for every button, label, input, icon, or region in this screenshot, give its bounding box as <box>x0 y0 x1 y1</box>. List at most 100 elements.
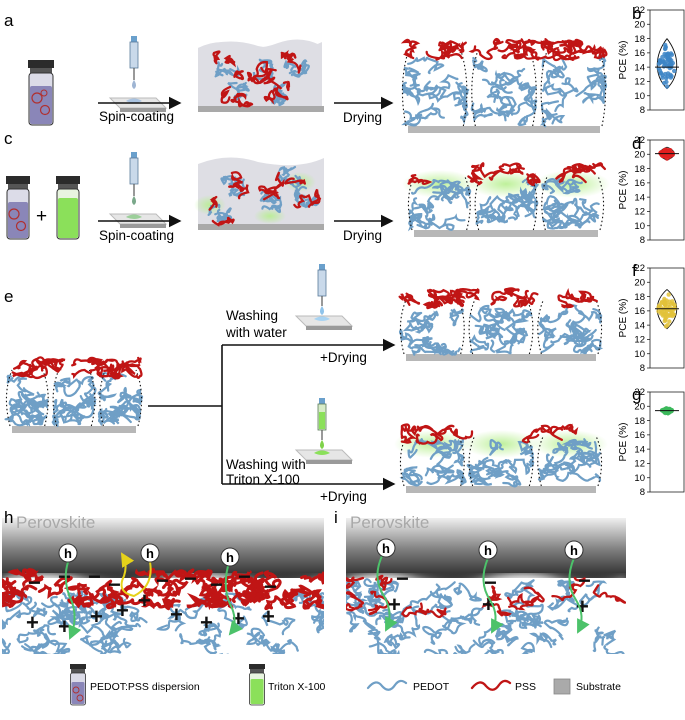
pedot-chain <box>504 579 535 600</box>
pedot-chain <box>407 335 433 348</box>
triton-syringe-icon <box>294 398 354 464</box>
pss-shell <box>230 92 247 104</box>
pedot-chain <box>482 322 501 337</box>
y-tick-label: 22 <box>634 263 645 274</box>
panel-f-letter: f <box>632 261 637 280</box>
pedot-grain <box>291 174 303 188</box>
perovskite-label: Perovskite <box>350 513 429 532</box>
pss-chain <box>551 576 586 602</box>
pedot-chain <box>580 338 604 355</box>
spin-coating-label: Spin-coating <box>99 109 174 124</box>
pedot-grain <box>261 203 283 214</box>
y-tick-label: 16 <box>634 306 645 317</box>
pce-data-point <box>665 322 670 328</box>
hole-icon <box>58 543 78 563</box>
pss-chain <box>367 590 390 616</box>
panel-a: a Spin-coating <box>4 11 608 133</box>
pedot-chain <box>544 446 569 474</box>
pss-chain <box>155 568 211 585</box>
pss-chain <box>300 571 324 585</box>
hole-transport-arrow <box>482 557 504 634</box>
pss-chain <box>161 578 189 598</box>
pedot-grain <box>293 185 308 200</box>
pedot-chain <box>562 178 583 195</box>
negative-charge-icon: − <box>108 572 121 597</box>
y-tick-label: 10 <box>634 91 645 102</box>
pedot-chain <box>402 66 420 96</box>
y-tick-label: 14 <box>634 192 645 203</box>
pedot-chain <box>494 307 532 325</box>
pedot-chain <box>432 180 464 199</box>
pss-chain <box>470 162 518 179</box>
spin-coater-icon <box>108 152 168 228</box>
negative-charge-icon: − <box>58 564 71 589</box>
pce-data-point <box>671 312 676 317</box>
pedot-chain <box>517 96 537 127</box>
pss-chain <box>375 574 393 591</box>
pedot-chain <box>452 440 465 467</box>
panel-h-letter: h <box>4 508 13 527</box>
pce-data-point <box>662 300 668 305</box>
red-wave-icon <box>470 679 512 691</box>
legend-triton: Triton X-100 <box>268 681 326 693</box>
pedot-chain <box>582 91 606 105</box>
pedot-chain <box>520 641 535 654</box>
pedot-chain <box>406 311 433 326</box>
panel-g-letter: g <box>632 385 641 404</box>
pedot-chain <box>97 382 118 402</box>
pedot-chain <box>58 402 82 421</box>
y-tick-label: 16 <box>634 430 645 441</box>
triton-vial-icon <box>56 176 80 240</box>
pedot-chain <box>474 312 505 335</box>
pss-chain <box>526 173 541 186</box>
pce-data-point <box>665 71 671 76</box>
pedot-chain <box>504 311 533 344</box>
pedot-chain <box>425 213 466 231</box>
hole-transport-arrow <box>224 565 243 636</box>
positive-charge-icon: + <box>576 594 589 619</box>
pss-chain <box>438 40 461 58</box>
y-axis-label: PCE (%) <box>618 41 629 80</box>
pss-chain <box>443 289 480 305</box>
y-tick-label: 22 <box>634 5 645 16</box>
pce-data-point <box>670 299 675 304</box>
pce-data-point <box>664 84 670 89</box>
y-tick-label: 8 <box>640 487 645 498</box>
y-axis-label: PCE (%) <box>618 299 629 338</box>
legend-pss: PSS <box>515 681 536 693</box>
pss-shell <box>220 85 232 104</box>
pss-chain <box>239 570 265 591</box>
pss-chain <box>506 591 545 606</box>
y-axis-label: PCE (%) <box>618 423 629 462</box>
pss-chain <box>549 423 579 441</box>
blue-wave-icon <box>366 679 408 691</box>
pedot-chain <box>452 81 466 105</box>
pedot-chain <box>552 202 591 229</box>
pce-data-point <box>672 305 677 310</box>
pedot-chain <box>515 187 529 217</box>
pedot-chain <box>418 310 439 331</box>
pedot-chain <box>568 324 594 343</box>
pss-chain <box>135 567 171 587</box>
pss-chain <box>592 584 626 604</box>
pedot-chain <box>414 84 447 99</box>
negative-charge-icon: − <box>484 570 497 595</box>
pss-chain <box>467 170 484 186</box>
pedot-chain <box>174 601 204 632</box>
gray-square-icon <box>553 678 571 695</box>
grain-boundary <box>537 299 603 355</box>
pss-shell <box>212 50 221 65</box>
pedot-chain <box>250 627 272 647</box>
pss-chain <box>415 425 444 446</box>
pss-chain <box>231 587 258 603</box>
pss-chain <box>63 582 91 605</box>
pss-shell <box>263 87 277 105</box>
pce-data-point <box>661 59 666 64</box>
pce-data-point <box>669 52 675 57</box>
hole-transport-arrow <box>64 561 82 640</box>
pedot-chain <box>543 617 569 641</box>
